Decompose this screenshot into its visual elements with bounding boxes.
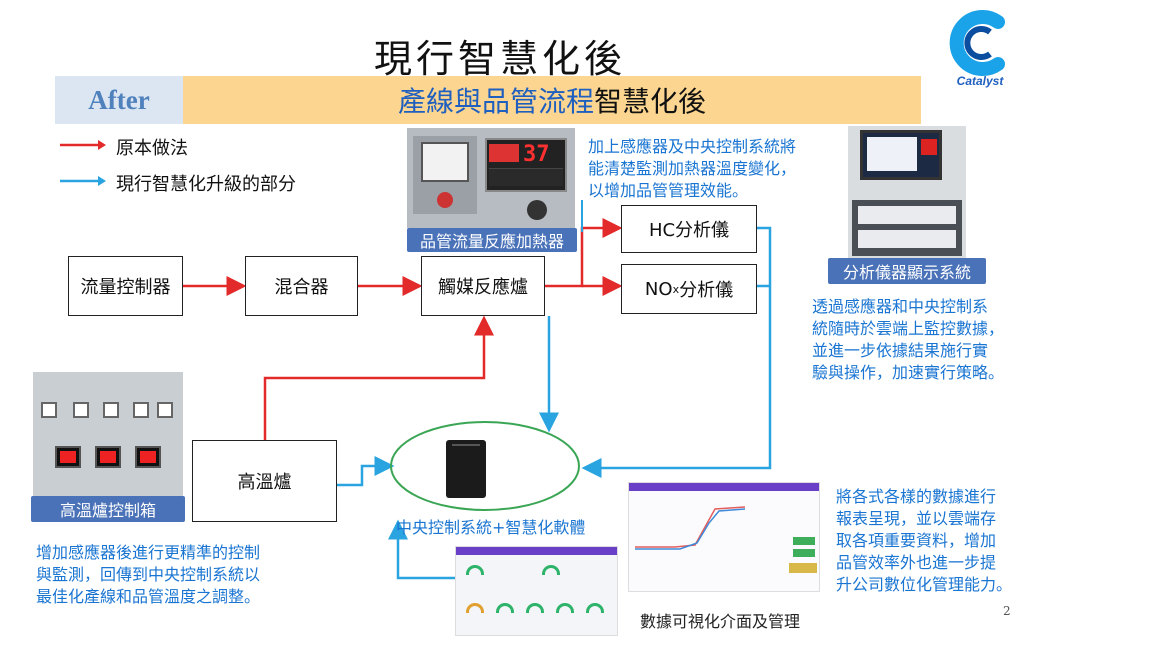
gauge-icon: [421, 142, 469, 182]
logo-c-icon: [949, 10, 1005, 76]
hc-analyzer-box: HC分析儀: [621, 205, 757, 253]
trend-chart-icon: [635, 506, 745, 550]
meter-icon: [157, 402, 173, 418]
report-note-line: 品管效率外也進一步提: [836, 553, 997, 572]
gauge-icon: [496, 603, 514, 613]
dashboard-gauges-screenshot: [455, 546, 618, 636]
heater-note-line: 加上感應器及中央控制系統將: [588, 137, 797, 156]
monitor-icon: [860, 130, 942, 180]
analyzer-note: 透過感應器和中央控制系 統隨時於雲端上監控數據， 並進一步依據結果施行實 驗與操…: [812, 296, 1004, 384]
report-note-line: 報表呈現，並以雲端存: [836, 509, 997, 528]
furnace-note-line: 增加感應器後進行更精準的控制: [36, 543, 261, 562]
nox-prefix: NO: [644, 278, 673, 300]
high-temp-furnace-box: 高溫爐: [192, 440, 337, 522]
logo-text: Catalyst: [956, 74, 1004, 88]
heater-reading: 37: [523, 142, 550, 167]
analyzer-note-line: 並進一步依據結果施行實: [812, 341, 989, 360]
analyzer-note-line: 驗與操作，加速實行策略。: [812, 363, 1005, 382]
nox-suffix: 分析儀: [679, 280, 734, 301]
computer-tower-icon: [440, 440, 498, 500]
heater-note: 加上感應器及中央控制系統將 能清楚監測加熱器溫度變化， 以增加品管管理效能。: [588, 136, 796, 202]
legend-arrows: [60, 140, 106, 186]
switch-icon: [437, 192, 453, 208]
legend-blue-label: 現行智慧化升級的部分: [116, 174, 296, 195]
catalytic-reactor-box: 觸媒反應爐: [421, 256, 545, 316]
furnace-note: 增加感應器後進行更精準的控制 與監測，回傳到中央控制系統以 最佳化產線和品管溫度…: [36, 542, 260, 608]
meter-icon: [41, 402, 57, 418]
analyzer-note-line: 統隨時於雲端上監控數據，: [812, 319, 1005, 338]
gauge-icon: [526, 603, 544, 613]
report-note-line: 將各式各樣的數據進行: [836, 487, 997, 506]
heater-photo: 37: [407, 128, 575, 228]
report-note: 將各式各樣的數據進行 報表呈現，並以雲端存 取各項重要資料，增加 品管效率外也進…: [836, 486, 1012, 596]
heater-tag: 品管流量反應加熱器: [407, 228, 577, 252]
heater-note-line: 以增加品管管理效能。: [588, 181, 749, 200]
furnace-control-photo: [33, 372, 183, 496]
dashboard-chart-screenshot: [628, 482, 820, 592]
analyzer-note-line: 透過感應器和中央控制系: [812, 297, 989, 316]
meter-icon: [103, 402, 119, 418]
report-note-line: 取各項重要資料，增加: [836, 531, 997, 550]
gauge-icon: [466, 603, 484, 613]
gauge-icon: [466, 565, 484, 575]
after-banner-label: After: [55, 76, 183, 124]
central-system-label: 中央控制系統+智慧化軟體: [396, 518, 586, 537]
knob-icon: [527, 200, 547, 220]
gauge-icon: [542, 565, 560, 575]
meter-icon: [73, 402, 89, 418]
page-title: 現行智慧化後: [373, 37, 626, 81]
gauge-icon: [556, 603, 574, 613]
mixer-box: 混合器: [245, 256, 358, 316]
page-number: 2: [1003, 604, 1011, 618]
nox-subscript: x: [672, 282, 680, 296]
furnace-control-tag: 高溫爐控制箱: [31, 496, 185, 522]
furnace-note-line: 與監測，回傳到中央控制系統以: [36, 565, 261, 584]
analyzer-display-photo: [848, 126, 966, 258]
visualization-label: 數據可視化介面及管理: [640, 612, 801, 631]
legend-red-label: 原本做法: [116, 138, 188, 159]
report-note-line: 升公司數位化管理能力。: [836, 575, 1013, 594]
furnace-note-line: 最佳化產線和品管溫度之調整。: [36, 587, 261, 606]
flow-controller-box: 流量控制器: [68, 256, 183, 316]
catalyst-logo: Catalyst: [940, 8, 1020, 94]
banner-black-text: 智慧化後: [594, 85, 707, 118]
meter-icon: [133, 402, 149, 418]
analyzer-display-tag: 分析儀器顯示系統: [828, 258, 986, 284]
main-banner: 產線與品管流程智慧化後: [183, 76, 921, 124]
heater-note-line: 能清楚監測加熱器溫度變化，: [588, 159, 797, 178]
banner-blue-text: 產線與品管流程: [397, 85, 594, 118]
gauge-icon: [586, 603, 604, 613]
